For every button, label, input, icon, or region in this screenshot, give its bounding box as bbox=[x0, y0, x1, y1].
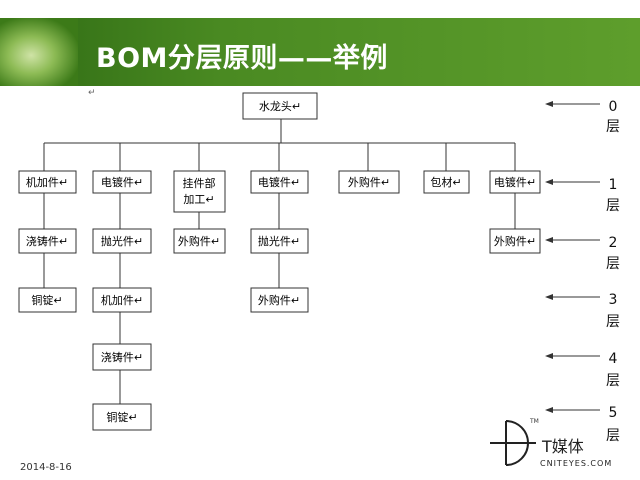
cniteyes-watermark: TM T媒体 CNITEYES.COM bbox=[490, 418, 612, 468]
title-banner bbox=[0, 18, 640, 86]
node-c4a-label: 抛光件↵ bbox=[258, 234, 300, 248]
node-c4b: 外购件↵ bbox=[250, 287, 309, 313]
watermark-logo-icon bbox=[490, 420, 536, 466]
node-c6: 包材↵ bbox=[423, 170, 470, 194]
node-c6-label: 包材↵ bbox=[430, 175, 461, 189]
slide-title: BOM分层原则——举例 bbox=[96, 43, 388, 74]
slide-date: 2014-8-16 bbox=[20, 462, 72, 473]
node-c2c: 浇铸件↵ bbox=[92, 343, 152, 371]
node-c2a-label: 抛光件↵ bbox=[101, 234, 143, 248]
watermark-brand: T媒体 bbox=[541, 437, 584, 456]
level-1-char: 层 bbox=[606, 198, 620, 214]
node-c5-label: 外购件↵ bbox=[348, 175, 390, 189]
level-labels: 0 层 1 层 2 层 3 层 4 层 5 层 bbox=[606, 99, 620, 444]
node-c2c-label: 浇铸件↵ bbox=[101, 350, 143, 364]
node-c7: 电镀件↵ bbox=[489, 170, 541, 194]
node-c4: 电镀件↵ bbox=[250, 170, 309, 194]
node-c4-label: 电镀件↵ bbox=[258, 175, 300, 189]
level-3-num: 3 bbox=[609, 292, 618, 308]
node-root: 水龙头↵ bbox=[242, 92, 318, 120]
level-2-char: 层 bbox=[606, 256, 620, 272]
node-c2b: 机加件↵ bbox=[92, 287, 152, 313]
node-c4b-label: 外购件↵ bbox=[258, 293, 300, 307]
level-5-char: 层 bbox=[606, 428, 620, 444]
node-c1-label: 机加件↵ bbox=[26, 175, 68, 189]
level-arrows bbox=[550, 103, 600, 411]
node-c2b-label: 机加件↵ bbox=[101, 293, 143, 307]
node-c3a: 外购件↵ bbox=[173, 228, 226, 254]
node-c7a-label: 外购件↵ bbox=[494, 234, 536, 248]
level-0-num: 0 bbox=[609, 99, 618, 115]
watermark-site: CNITEYES.COM bbox=[540, 459, 612, 468]
level-arrowheads bbox=[545, 101, 553, 413]
node-root-label: 水龙头↵ bbox=[259, 100, 301, 113]
node-c4a: 抛光件↵ bbox=[250, 228, 309, 254]
paragraph-mark: ↵ bbox=[88, 88, 96, 98]
level-0-char: 层 bbox=[606, 119, 620, 135]
node-c3a-label: 外购件↵ bbox=[178, 234, 220, 248]
node-c1a: 浇铸件↵ bbox=[18, 228, 77, 254]
node-c2d: 铜锭↵ bbox=[92, 403, 152, 431]
node-c2: 电镀件↵ bbox=[92, 170, 152, 194]
node-c2d-label: 铜锭↵ bbox=[106, 410, 137, 424]
level-4-num: 4 bbox=[609, 351, 618, 367]
seedling-hands-image bbox=[0, 18, 78, 86]
node-c3-label-line1: 挂件部 bbox=[183, 176, 216, 190]
level-4-char: 层 bbox=[606, 373, 620, 389]
node-c2-label: 电镀件↵ bbox=[101, 175, 143, 189]
node-c2a: 抛光件↵ bbox=[92, 228, 152, 254]
level-2-num: 2 bbox=[609, 235, 618, 251]
watermark-tm: TM bbox=[529, 418, 539, 425]
node-c3: 挂件部 加工↵ bbox=[173, 170, 226, 213]
node-c1b-label: 铜锭↵ bbox=[31, 293, 62, 307]
level-1-num: 1 bbox=[609, 177, 618, 193]
node-c5: 外购件↵ bbox=[338, 170, 400, 194]
node-c1: 机加件↵ bbox=[18, 170, 77, 194]
connector-lines bbox=[43, 119, 516, 404]
node-c1a-label: 浇铸件↵ bbox=[26, 234, 68, 248]
level-5-num: 5 bbox=[609, 405, 618, 421]
node-c3-label-line2: 加工↵ bbox=[183, 193, 214, 206]
node-c1b: 铜锭↵ bbox=[18, 287, 77, 313]
node-c7a: 外购件↵ bbox=[489, 228, 541, 254]
level-3-char: 层 bbox=[606, 314, 620, 330]
node-c7-label: 电镀件↵ bbox=[494, 175, 536, 189]
